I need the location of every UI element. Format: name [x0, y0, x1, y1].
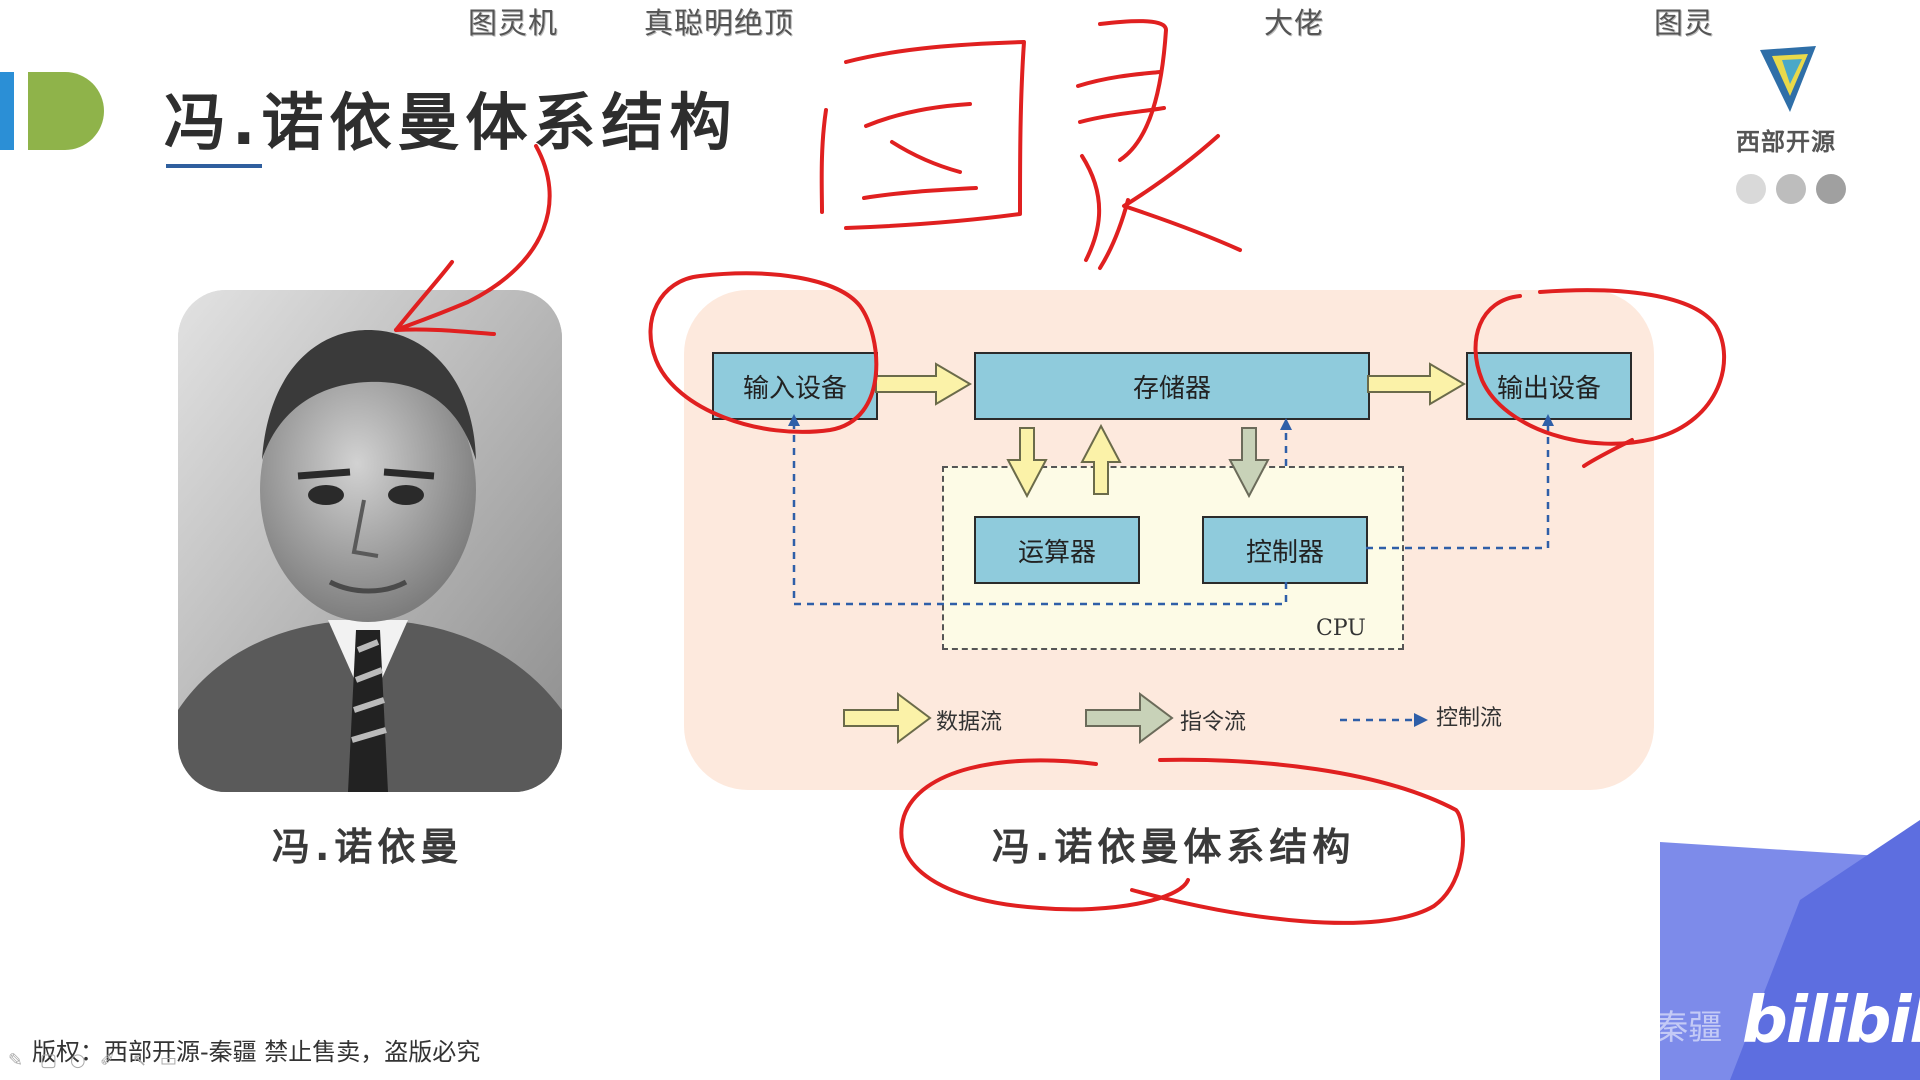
legend-control-flow: 控制流: [1436, 706, 1503, 731]
title-underline: [166, 164, 262, 168]
screen-tool-icon[interactable]: ▭: [160, 1050, 178, 1071]
input-device-box: 输入设备: [712, 352, 878, 420]
search-tool-icon[interactable]: ○: [70, 1050, 86, 1071]
circle-diagram-caption: [899, 757, 1465, 925]
accent-bar-blue: [0, 72, 14, 150]
diagram-caption: 冯.诺依曼体系结构: [992, 825, 1356, 869]
logo-text: 西部开源: [1736, 128, 1836, 156]
accent-shape-green: [28, 72, 104, 150]
watermark-uploader: 西部开源-秦疆: [1506, 1008, 1723, 1048]
slide-dot-2: [1776, 174, 1806, 204]
architecture-diagram-panel: CPU 输入设备 存储器 输出设备 运算器 控制器 数据流 指令: [684, 290, 1654, 790]
portrait-photo: [178, 290, 562, 792]
control-flow-lines: [792, 424, 1550, 606]
circle-output-device: [1473, 288, 1726, 446]
caption-turing: 图灵: [1654, 6, 1715, 40]
portrait-figure-icon: [178, 290, 562, 792]
arrow-title-to-photo: [394, 144, 552, 336]
legend-instruction-flow: 指令流: [1180, 710, 1247, 735]
handwriting-tu: [819, 108, 828, 214]
bilibili-logo-text: bilibili: [1742, 984, 1920, 1058]
memory-box: 存储器: [974, 352, 1370, 420]
data-flow-arrows: [875, 362, 1466, 499]
pointer-tool-icon[interactable]: ↖: [132, 1050, 148, 1071]
cpu-label: CPU: [1316, 616, 1366, 641]
caption-smart: 真聪明绝顶: [644, 6, 795, 40]
title-accent-mark: [0, 72, 110, 150]
caption-turing-machine: 图灵机: [468, 6, 559, 40]
pen-tool-icon[interactable]: ✎: [8, 1050, 24, 1071]
image-tool-icon[interactable]: ▢: [40, 1050, 58, 1071]
page-title: 冯.诺依曼体系结构: [164, 86, 738, 159]
handwriting-ling: [1098, 19, 1168, 162]
xibu-logo-icon: [1760, 46, 1816, 112]
caption-boss: 大佬: [1264, 6, 1325, 40]
photo-caption: 冯.诺依曼: [272, 825, 464, 869]
instruction-flow-arrow: [1228, 427, 1270, 499]
copyright-notice: 版权：西部开源-秦疆 禁止售卖，盗版必究: [32, 1038, 481, 1066]
alu-box: 运算器: [974, 516, 1140, 584]
slide-dot-1: [1736, 174, 1766, 204]
slide-dot-3: [1816, 174, 1846, 204]
legend-data-flow: 数据流: [936, 710, 1003, 735]
diagram-arrows: [788, 362, 1554, 744]
corner-decoration: [1660, 820, 1920, 1080]
legend-instruction-arrow: [1085, 692, 1174, 744]
circle-input-device: [648, 271, 879, 434]
edit-tool-icon[interactable]: ✐: [100, 1050, 116, 1071]
legend-data-arrow: [843, 692, 932, 744]
